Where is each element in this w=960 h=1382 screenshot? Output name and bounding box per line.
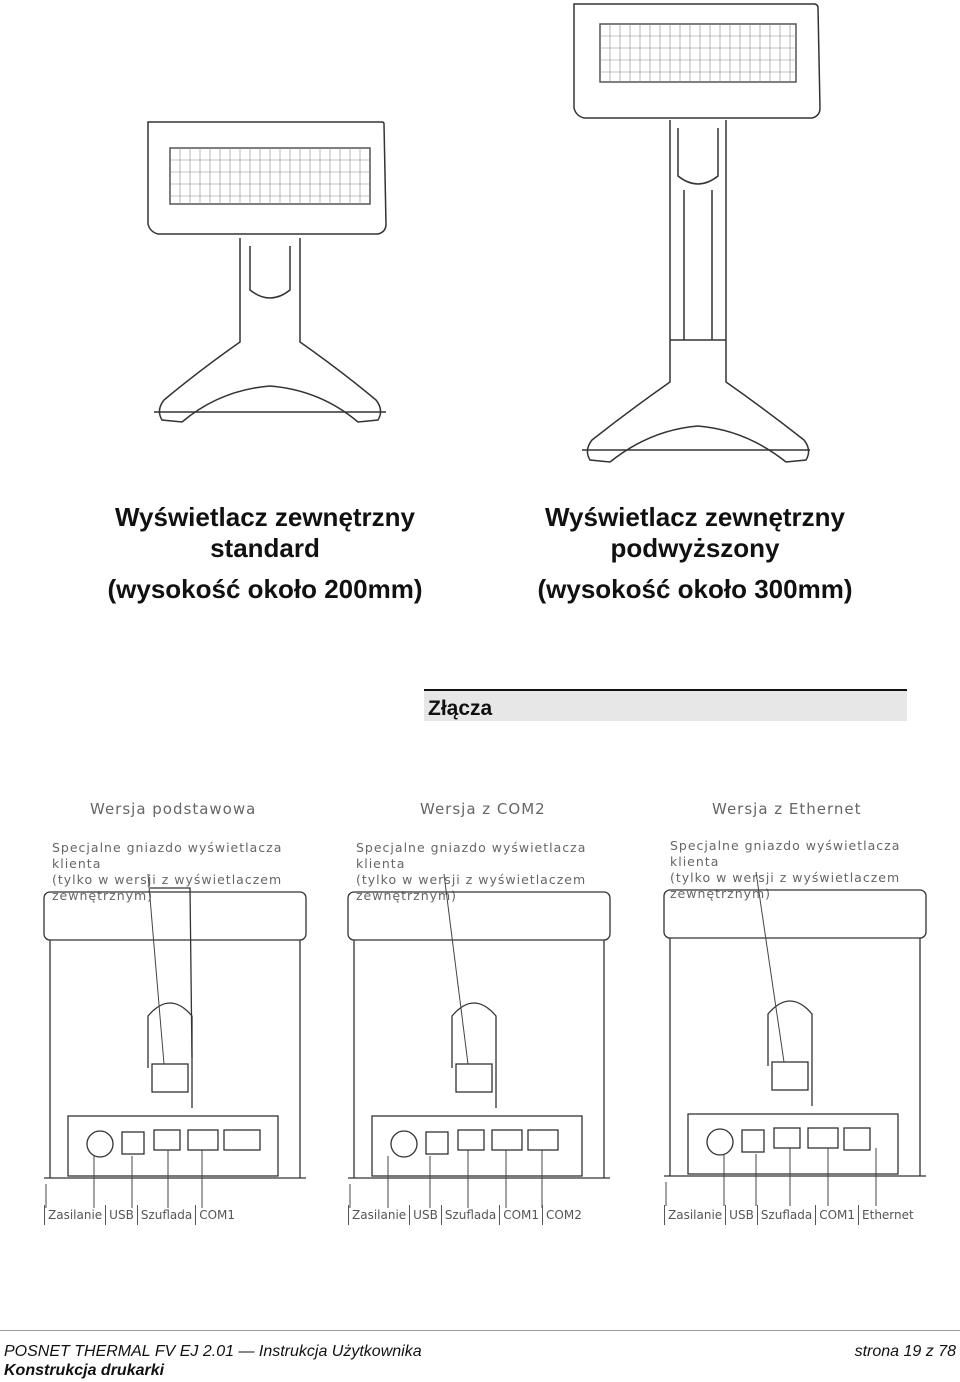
- standard-display-drawing: [147, 121, 387, 423]
- caption-raised: Wyświetlacz zewnętrzny podwyższony (wyso…: [500, 502, 890, 605]
- port-label: Szuflada: [756, 1205, 815, 1225]
- port-label: Szuflada: [136, 1205, 195, 1225]
- variant-title-basic: Wersja podstawowa: [90, 800, 257, 818]
- footer-page-number: strona 19 z 78: [854, 1343, 956, 1360]
- printer-back-basic: [43, 873, 307, 1208]
- port-label: COM1: [499, 1205, 542, 1225]
- page-footer: [0, 1330, 960, 1331]
- section-title: Złącza: [428, 697, 493, 720]
- port-label: Ethernet: [858, 1205, 917, 1225]
- caption-raised-height: (wysokość około 300mm): [537, 574, 853, 604]
- ports-com2: Zasilanie USB Szuflada COM1 COM2: [348, 1205, 585, 1225]
- caption-standard-line1: Wyświetlacz zewnętrzny: [114, 502, 416, 532]
- note-com2: Specjalne gniazdo wyświetlacza klienta (…: [356, 840, 587, 903]
- port-label: Zasilanie: [664, 1205, 725, 1225]
- port-label: Szuflada: [440, 1205, 499, 1225]
- caption-raised-line1: Wyświetlacz zewnętrzny: [544, 502, 846, 532]
- port-label: COM1: [195, 1205, 238, 1225]
- note-basic: Specjalne gniazdo wyświetlacza klienta (…: [52, 840, 283, 903]
- caption-raised-line2: podwyższony: [610, 533, 780, 563]
- footer-document-title: POSNET THERMAL FV EJ 2.01 — Instrukcja U…: [4, 1343, 422, 1360]
- ports-basic: Zasilanie USB Szuflada COM1: [44, 1205, 238, 1225]
- port-label: USB: [409, 1205, 441, 1225]
- caption-standard: Wyświetlacz zewnętrzny standard (wysokoś…: [70, 502, 460, 605]
- printer-back-ethernet: [663, 871, 927, 1206]
- note-ethernet: Specjalne gniazdo wyświetlacza klienta (…: [670, 838, 901, 901]
- port-label: Zasilanie: [44, 1205, 105, 1225]
- port-label: Zasilanie: [348, 1205, 409, 1225]
- variant-title-com2: Wersja z COM2: [420, 800, 546, 818]
- port-label: COM2: [542, 1205, 585, 1225]
- ports-ethernet: Zasilanie USB Szuflada COM1 Ethernet: [664, 1205, 917, 1225]
- caption-standard-height: (wysokość około 200mm): [107, 574, 423, 604]
- port-label: COM1: [815, 1205, 858, 1225]
- printer-back-com2: [347, 873, 611, 1208]
- port-label: USB: [725, 1205, 757, 1225]
- footer-section-name: Konstrukcja drukarki: [4, 1362, 165, 1379]
- port-label: USB: [105, 1205, 137, 1225]
- raised-display-drawing: [573, 3, 821, 463]
- caption-standard-line2: standard: [210, 533, 320, 563]
- section-header-connectors: Złącza: [424, 689, 907, 721]
- variant-title-ethernet: Wersja z Ethernet: [712, 800, 862, 818]
